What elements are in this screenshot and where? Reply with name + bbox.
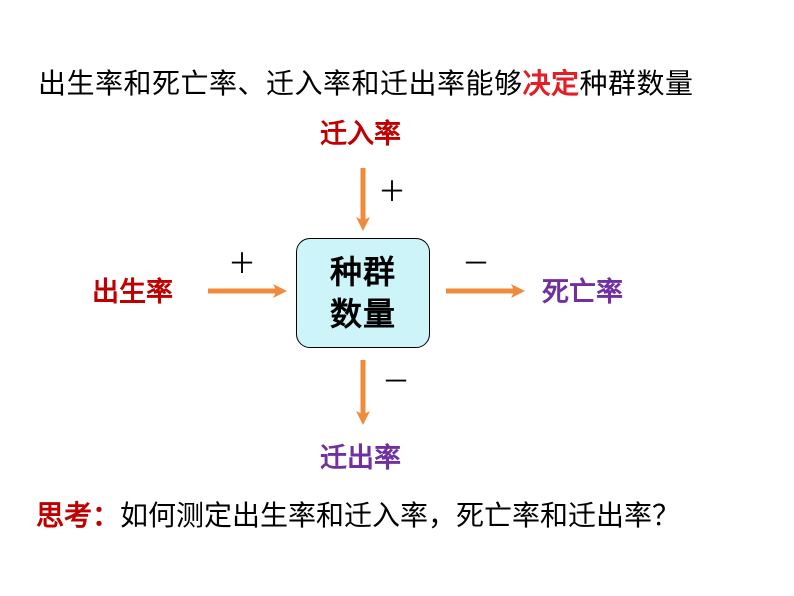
sign-birth: ＋ bbox=[228, 247, 257, 280]
headline-text-before: 出生率和死亡率、迁入率和迁出率能够 bbox=[38, 67, 523, 100]
node-immigration-rate: 迁入率 bbox=[320, 119, 401, 150]
population-size-line2: 数量 bbox=[329, 295, 396, 333]
node-birth-rate: 出生率 bbox=[92, 277, 173, 308]
think-question-text: 如何测定出生率和迁入率，死亡率和迁出率？ bbox=[120, 499, 681, 532]
node-emigration-rate: 迁出率 bbox=[320, 443, 401, 474]
node-death-rate: 死亡率 bbox=[542, 277, 623, 308]
sign-immigration: ＋ bbox=[378, 175, 407, 208]
think-question-prefix: 思考： bbox=[36, 499, 121, 532]
headline-emphasis: 决定 bbox=[522, 67, 580, 100]
headline: 出生率和死亡率、迁入率和迁出率能够决定种群数量 bbox=[38, 64, 694, 104]
population-size-box: 种群 数量 bbox=[296, 238, 430, 348]
think-question: 思考：如何测定出生率和迁入率，死亡率和迁出率？ bbox=[36, 496, 680, 536]
headline-text-after: 种群数量 bbox=[579, 67, 694, 100]
population-size-line1: 种群 bbox=[329, 253, 396, 291]
sign-emigration: － bbox=[382, 365, 411, 398]
sign-death: － bbox=[462, 247, 491, 280]
